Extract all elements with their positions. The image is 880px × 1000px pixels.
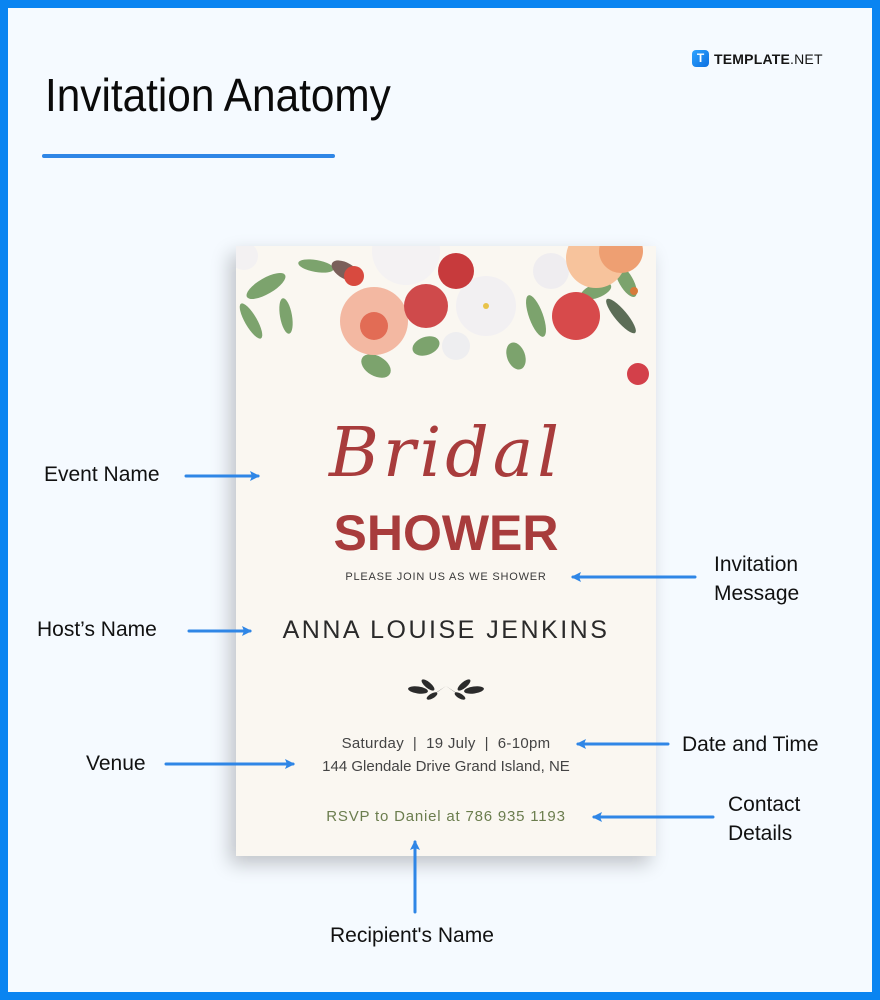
date-and-time: Saturday | 19 July | 6-10pm xyxy=(341,735,551,752)
label-invitation-message: Invitation Message xyxy=(714,553,800,605)
leaf-ornament-icon xyxy=(408,679,484,700)
event-name-block: SHOWER xyxy=(333,505,559,561)
label-date-and-time: Date and Time xyxy=(682,733,819,756)
label-venue: Venue xyxy=(86,752,146,775)
invitation-message: PLEASE JOIN US AS WE SHOWER xyxy=(345,571,547,583)
venue: 144 Glendale Drive Grand Island, NE xyxy=(322,758,570,775)
title-underline xyxy=(42,154,335,158)
label-contact-details: Contact Details xyxy=(728,793,801,845)
floral-border-icon xyxy=(236,246,649,385)
logo-mark-icon: T xyxy=(692,50,709,67)
event-name-script: Bridal xyxy=(328,414,564,493)
logo-text: TEMPLATE.NET xyxy=(714,50,823,67)
label-hosts-name: Host’s Name xyxy=(37,618,157,641)
label-event-name: Event Name xyxy=(44,463,160,486)
page-title: Invitation Anatomy xyxy=(45,69,391,121)
host-name: ANNA LOUISE JENKINS xyxy=(282,616,610,644)
invitation-card: Bridal SHOWER PLEASE JOIN US AS WE SHOWE… xyxy=(236,246,656,856)
contact-details: RSVP to Daniel at 786 935 1193 xyxy=(326,808,566,825)
label-recipients-name: Recipient's Name xyxy=(330,924,494,947)
template-net-logo: T TEMPLATE.NET xyxy=(692,50,823,67)
